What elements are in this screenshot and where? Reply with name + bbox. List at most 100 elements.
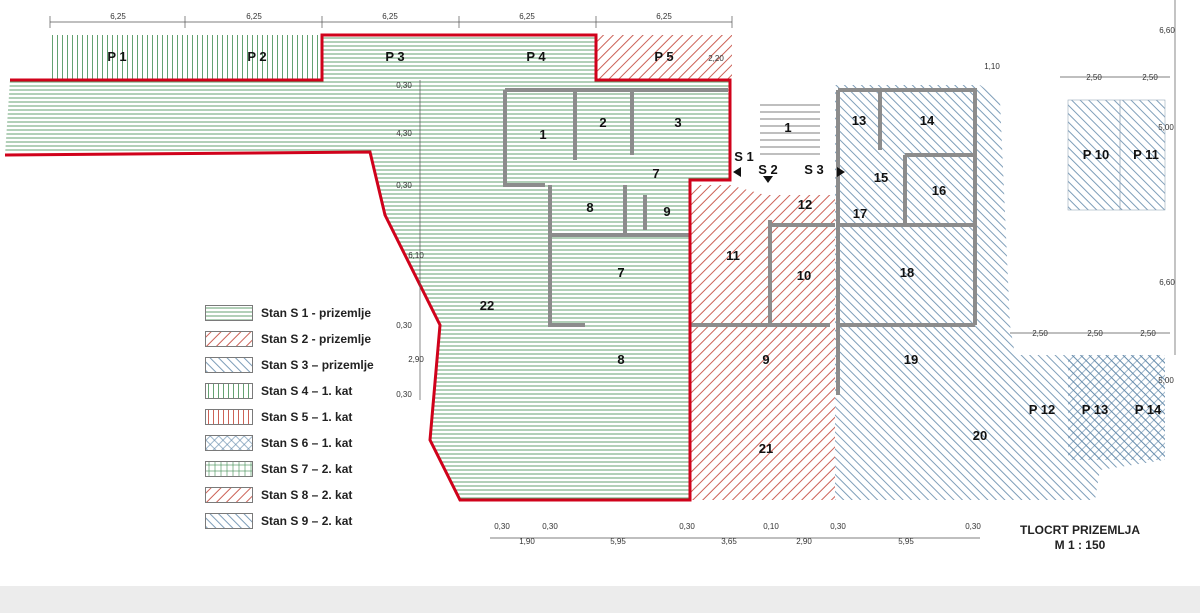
legend-item: Stan S 4 – 1. kat — [205, 378, 405, 404]
dimension-text: 2,50 — [1086, 73, 1102, 82]
parking-p11-area — [1119, 99, 1166, 211]
dimension-text: 0,30 — [965, 522, 981, 531]
legend-swatch — [205, 357, 253, 373]
dimension-text: 2,50 — [1032, 329, 1048, 338]
dimension-text: 0,10 — [763, 522, 779, 531]
room-label: 21 — [759, 441, 773, 456]
room-label: 14 — [920, 113, 935, 128]
room-label: 12 — [798, 197, 812, 212]
dimension-text: 2,20 — [708, 54, 724, 63]
stair-label-s3: S 3 — [804, 162, 824, 177]
apartment-s1-boundary — [4, 33, 732, 502]
dimension-text: 1,90 — [519, 537, 535, 546]
parking-label-p3: P 3 — [385, 49, 404, 64]
stair-label-s1: S 1 — [734, 149, 754, 164]
legend-label: Stan S 2 - prizemlje — [261, 332, 372, 346]
dimension-text: 2,50 — [1140, 329, 1156, 338]
stair-core — [735, 85, 835, 185]
footer-bar — [0, 586, 1200, 613]
parking-p3-area — [322, 35, 459, 80]
dimension-text: 6,25 — [656, 12, 672, 21]
room-label: 3 — [674, 115, 681, 130]
dimension-text: 6,10 — [408, 251, 424, 260]
room-label: 9 — [663, 204, 670, 219]
parking-label-p12: P 12 — [1029, 402, 1056, 417]
dimension-text: 2,50 — [1142, 73, 1158, 82]
arrow-right-icon — [837, 167, 845, 177]
legend-item: Stan S 1 - prizemlje — [205, 300, 405, 326]
legend-item: Stan S 7 – 2. kat — [205, 456, 405, 482]
dimension-text: 0,30 — [830, 522, 846, 531]
room-label: 15 — [874, 170, 888, 185]
parking-p14-area — [1120, 355, 1165, 460]
parking-p5-area — [596, 35, 732, 80]
room-label: 17 — [853, 206, 867, 221]
dimension-text: 0,30 — [396, 181, 412, 190]
walls — [503, 88, 977, 395]
legend-item: Stan S 6 – 1. kat — [205, 430, 405, 456]
legend-item: Stan S 9 – 2. kat — [205, 508, 405, 534]
room-label: 11 — [726, 248, 740, 263]
parking-p10-area — [1067, 99, 1121, 211]
dimension-lines — [49, 0, 1176, 539]
dimension-text: 6,25 — [110, 12, 126, 21]
dimension-text: 3,65 — [721, 537, 737, 546]
dimension-text: 6,60 — [1159, 278, 1175, 287]
legend-item: Stan S 8 – 2. kat — [205, 482, 405, 508]
parking-p4-area — [459, 35, 596, 80]
legend-swatch — [205, 513, 253, 529]
parking-label-p1: P 1 — [107, 49, 126, 64]
parking-p2-area — [185, 35, 322, 80]
room-label: 19 — [904, 352, 918, 367]
legend-swatch — [205, 435, 253, 451]
parking-label-p2: P 2 — [247, 49, 266, 64]
legend-label: Stan S 6 – 1. kat — [261, 436, 353, 450]
room-label: 9 — [762, 352, 769, 367]
parking-label-p10: P 10 — [1083, 147, 1110, 162]
room-label: 8 — [586, 200, 593, 215]
legend-label: Stan S 8 – 2. kat — [261, 488, 353, 502]
legend-label: Stan S 5 – 1. kat — [261, 410, 353, 424]
dimension-text: 0,30 — [494, 522, 510, 531]
legend-label: Stan S 1 - prizemlje — [261, 306, 372, 320]
legend-label: Stan S 9 – 2. kat — [261, 514, 353, 528]
parking-label-p13: P 13 — [1082, 402, 1109, 417]
dimension-text: 5,00 — [1158, 123, 1174, 132]
room-label: 10 — [797, 268, 811, 283]
room-label: 13 — [852, 113, 866, 128]
dimension-text: 2,90 — [408, 355, 424, 364]
room-label: 18 — [900, 265, 914, 280]
dimension-text: 6,25 — [382, 12, 398, 21]
parking-label-p4: P 4 — [526, 49, 546, 64]
dimension-text: 0,30 — [396, 321, 412, 330]
legend-item: Stan S 2 - prizemlje — [205, 326, 405, 352]
dimension-text: 5,95 — [610, 537, 626, 546]
legend-swatch — [205, 487, 253, 503]
legend-swatch — [205, 383, 253, 399]
dimension-text: 1,10 — [984, 62, 1000, 71]
dimension-text: 2,90 — [796, 537, 812, 546]
legend-label: Stan S 3 – prizemlje — [261, 358, 374, 372]
room-label: 7 — [652, 166, 659, 181]
legend-swatch — [205, 305, 253, 321]
dimension-text: 6,25 — [246, 12, 262, 21]
stair-label-s2: S 2 — [758, 162, 778, 177]
room-label: 16 — [932, 183, 946, 198]
drawing-title: TLOCRT PRIZEMLJA — [1020, 523, 1140, 537]
legend-label: Stan S 4 – 1. kat — [261, 384, 353, 398]
dimension-text: 0,30 — [542, 522, 558, 531]
drawing-title-block: TLOCRT PRIZEMLJA M 1 : 150 — [1010, 523, 1150, 553]
dimension-text: 2,50 — [1087, 329, 1103, 338]
dimension-text: 4,30 — [396, 129, 412, 138]
room-label: 2 — [599, 115, 606, 130]
legend-item: Stan S 5 – 1. kat — [205, 404, 405, 430]
dimension-text: 5,00 — [1158, 376, 1174, 385]
dimension-text: 6,25 — [519, 12, 535, 21]
dimension-text: 5,95 — [898, 537, 914, 546]
apartment-s2-area — [690, 185, 835, 500]
room-label: 7 — [617, 265, 624, 280]
dimension-text: 0,30 — [396, 390, 412, 399]
legend-swatch — [205, 409, 253, 425]
parking-p13-area — [1068, 355, 1120, 460]
